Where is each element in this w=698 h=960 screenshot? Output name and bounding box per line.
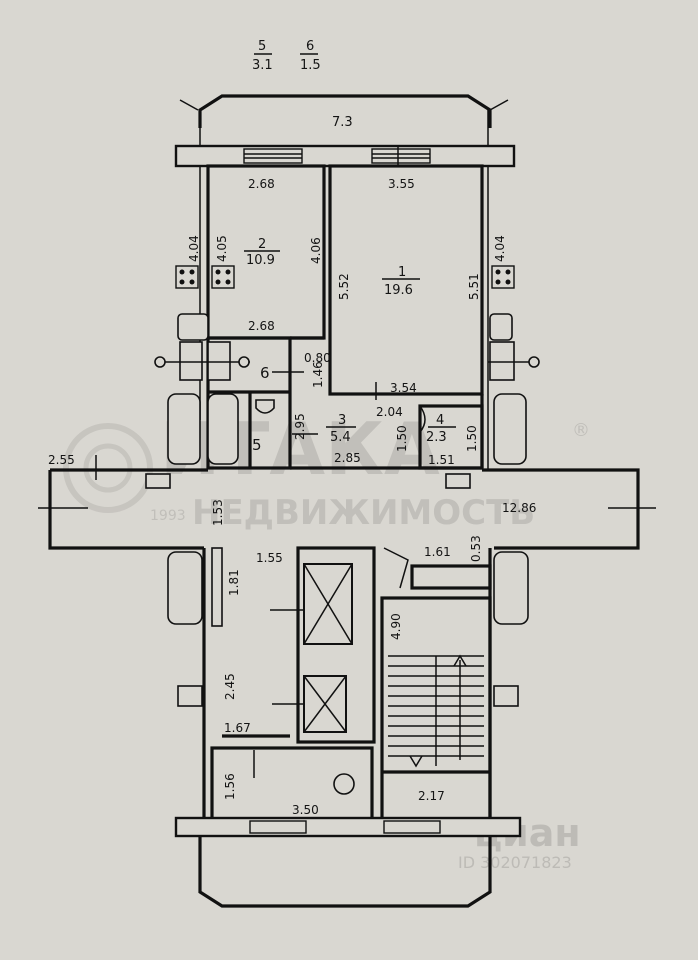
corridor-niche-left: [145, 473, 171, 489]
bottom-window-left: [249, 820, 307, 834]
corridor-walls: [48, 468, 640, 550]
room-4-walls: [418, 404, 484, 470]
dim-r2-width-top: 2.68: [248, 177, 275, 191]
elevator-1-icon: [303, 563, 353, 645]
room-1-area: 19.6: [384, 283, 413, 298]
radiator-right-icon: [491, 265, 515, 289]
radiator-mid-icon: [211, 265, 235, 289]
door-arc-icon: [419, 405, 426, 433]
room-2-area: 10.9: [246, 253, 275, 268]
dim-r5-h: 2.95: [293, 413, 307, 440]
dim-stair-h: 4.90: [389, 613, 403, 640]
stairs-icon: [382, 654, 490, 774]
legend-label-6: 6: [306, 39, 314, 54]
bottom-balcony-outline: [198, 836, 492, 908]
room-4-number: 4: [436, 413, 444, 428]
window-right: [371, 146, 431, 166]
radiator-left-icon: [175, 265, 199, 289]
dim-hall-w: 1.55: [256, 551, 283, 565]
dim-left-outer: 4.04: [187, 235, 201, 262]
dim-corridor-h: 1.53: [211, 499, 225, 526]
dim-r3-len: 2.85: [334, 451, 361, 465]
legend-label-5: 5: [258, 39, 266, 54]
dim-top-width: 7.3: [332, 115, 353, 130]
lower-right-unit: [493, 551, 529, 625]
dim-r1-width-bottom: 3.54: [390, 381, 417, 395]
dim-r2-width-bottom: 2.68: [248, 319, 275, 333]
dim-r6-h: 1.46: [311, 361, 325, 388]
dim-r1-left: 5.52: [337, 273, 351, 300]
door-arc-small-icon: [383, 547, 409, 589]
dim-r4-h: 1.50: [465, 425, 479, 452]
room-5-number: 5: [252, 436, 262, 454]
room-6-number: 6: [260, 364, 270, 382]
watermark-year: 1993: [150, 508, 186, 524]
elevator-2-icon: [303, 675, 347, 733]
dim-hall-h1: 1.81: [227, 569, 241, 596]
dim-right-outer: 4.04: [493, 235, 507, 262]
room-1-walls: [328, 164, 484, 396]
room-3-area: 5.4: [330, 430, 351, 445]
drain-icon: [333, 773, 355, 795]
watermark-reg: ®: [572, 420, 590, 441]
elevator-core-walls: [296, 546, 376, 744]
dim-r3-w: 2.04: [376, 405, 403, 419]
room-1-number: 1: [398, 265, 406, 280]
exterior-wall: [174, 144, 516, 168]
shaft-left: [211, 547, 223, 627]
room-4-area: 2.3: [426, 430, 447, 445]
window-left: [243, 148, 303, 164]
dim-small-w: 1.61: [424, 545, 451, 559]
dim-b-h: 1.56: [223, 773, 237, 800]
room-2-number: 2: [258, 237, 266, 252]
dim-small-h: 0.53: [469, 535, 483, 562]
dim-r2-left: 4.05: [215, 235, 229, 262]
lower-left-unit: [167, 551, 203, 625]
bottom-exterior-wall: [174, 816, 522, 838]
corridor-niche-right: [445, 473, 471, 489]
dim-b-w1: 1.67: [224, 721, 251, 735]
dim-r4-w: 1.51: [428, 453, 455, 467]
dim-r3-h: 1.50: [395, 425, 409, 452]
dim-r2-right: 4.06: [309, 237, 323, 264]
cian-id: ID 302071823: [458, 853, 572, 872]
dim-r1-right: 5.51: [467, 273, 481, 300]
legend-value-5: 3.1: [252, 58, 273, 73]
toilet-icon: [255, 399, 275, 414]
left-fixtures: [154, 313, 250, 465]
dim-corridor-left: 2.55: [48, 453, 75, 467]
dim-hall-h2: 2.45: [223, 673, 237, 700]
legend-value-6: 1.5: [300, 58, 321, 73]
watermark-logo-inner: [83, 443, 133, 493]
dim-stair-w: 2.17: [418, 789, 445, 803]
dim-b-w2: 3.50: [292, 803, 319, 817]
small-room-walls: [410, 564, 492, 590]
room-3-number: 3: [338, 413, 346, 428]
dim-r6-w: 0.80: [304, 351, 331, 365]
dim-corridor-right: 12.86: [502, 501, 536, 515]
balcony-ties: [179, 99, 509, 111]
watermark-sub: НЕДВИЖИМОСТЬ: [192, 493, 535, 533]
legend-top: 5 3.1 6 1.5: [252, 39, 321, 73]
bottom-window-right: [383, 820, 441, 834]
right-fixtures: [488, 313, 540, 465]
watermark-logo-ring: [63, 423, 153, 513]
dim-r1-width-top: 3.55: [388, 177, 415, 191]
